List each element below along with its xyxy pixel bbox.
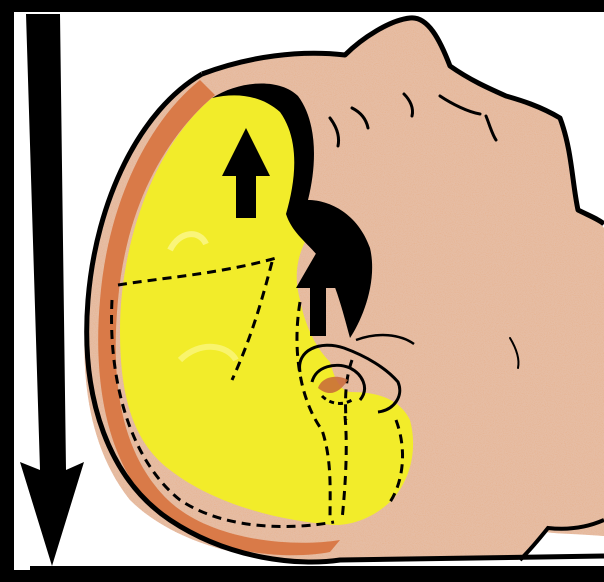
ground-line: [30, 566, 604, 574]
